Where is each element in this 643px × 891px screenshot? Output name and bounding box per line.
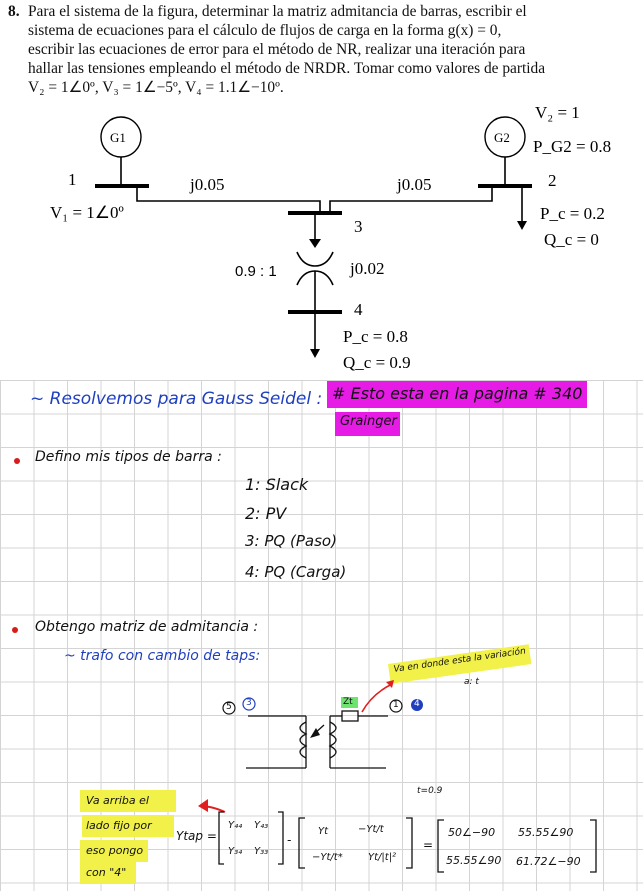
problem-line: escribir las ecuaciones de error para el… xyxy=(28,41,526,58)
problem-line: sistema de ecuaciones para el cálculo de… xyxy=(28,22,502,39)
equals-sign: = xyxy=(423,838,434,852)
yellow-note-line: lado fijo por xyxy=(86,819,152,832)
gauss-seidel-heading: ~ Resolvemos para Gauss Seidel : xyxy=(30,389,323,409)
load-arrow-icon xyxy=(310,349,320,358)
pc2-label: P_c = 0.2 xyxy=(540,204,605,223)
yellow-note-highlight xyxy=(80,790,176,812)
matrix-cell: −Yt/t xyxy=(358,824,384,835)
bus-1-label: 1 xyxy=(68,170,77,189)
bus-3 xyxy=(288,211,342,215)
v1-label: V₁ = 1∠0º xyxy=(50,203,124,222)
bus-1 xyxy=(95,184,149,188)
v2-label: V₂ = 1 xyxy=(535,103,580,122)
problem-line: V₂ = 1∠0º, V₃ = 1∠−5º, V₄ = 1.1∠−10º. xyxy=(28,79,284,96)
matrix-cell: Y₄₄ xyxy=(228,820,243,831)
problem-line: hallar las tensiones empleando el método… xyxy=(28,60,546,77)
bus-2-label: 2 xyxy=(548,171,557,190)
qc4-label: Q_c = 0.9 xyxy=(343,353,411,372)
bus-type-item: 2: PV xyxy=(245,504,287,523)
yellow-note-highlight xyxy=(82,815,174,837)
author-highlight xyxy=(335,412,400,436)
terminal-label: 4 xyxy=(414,699,420,709)
matrix-cell: 50∠−90 xyxy=(448,826,496,839)
trafo-title: ~ trafo con cambio de taps: xyxy=(64,648,261,664)
tap-arrow-icon xyxy=(309,239,321,248)
terminal-label: 1 xyxy=(393,700,399,710)
line-3-2-label: j0.05 xyxy=(396,175,431,194)
yellow-note-highlight xyxy=(80,840,148,862)
bus-type-item: 3: PQ (Paso) xyxy=(245,532,337,550)
bus-types-title: Defino mis tipos de barra : xyxy=(35,449,222,465)
bullet xyxy=(14,458,20,464)
matrix-cell: 55.55∠90 xyxy=(446,854,502,867)
problem-number: 8. xyxy=(8,3,20,20)
xtrafo-label: j0.02 xyxy=(349,259,384,278)
pg2-label: P_G2 = 0.8 xyxy=(533,137,611,156)
ratio-label: 0.9 : 1 xyxy=(235,263,277,280)
g2-label: G2 xyxy=(494,130,510,145)
tap-value: a: t xyxy=(464,677,479,687)
pc4-label: P_c = 0.8 xyxy=(343,327,408,346)
matrix-cell: Yt/|t|² xyxy=(368,852,397,863)
bus-3-label: 3 xyxy=(354,217,363,236)
matrix-cell: Y₄₃ xyxy=(254,820,269,831)
ytap-label: Ytap = xyxy=(176,829,217,843)
yellow-note-line: con "4" xyxy=(86,866,127,879)
problem-line: Para el sistema de la figura, determinar… xyxy=(28,3,527,20)
bus-type-item: 4: PQ (Carga) xyxy=(245,563,347,581)
matrix-cell: −Yt/t* xyxy=(312,852,343,863)
page-ref-highlight xyxy=(327,381,587,408)
zt-label: Zt xyxy=(343,697,353,707)
yellow-note-highlight xyxy=(80,862,136,884)
equals-sign: - xyxy=(287,833,292,847)
yellow-note-line: Va arriba el xyxy=(86,794,149,807)
qc2-label: Q_c = 0 xyxy=(544,230,599,249)
bullet xyxy=(12,627,18,633)
matrix-cell: Y₃₃ xyxy=(254,846,269,857)
matrix-cell: Y₃₄ xyxy=(228,846,243,857)
load-arrow-icon xyxy=(517,221,527,230)
bus-type-item: 1: Slack xyxy=(245,475,309,494)
admittance-title: Obtengo matriz de admitancia : xyxy=(35,619,259,635)
bus-4 xyxy=(288,310,342,314)
terminal-label: 5 xyxy=(226,702,232,712)
t-value: t=0.9 xyxy=(417,786,443,796)
matrix-cell: 61.72∠−90 xyxy=(516,855,581,868)
bus-4-label: 4 xyxy=(354,300,363,319)
matrix-cell: 55.55∠90 xyxy=(518,826,574,839)
page-ref-note: # Esto esta en la pagina # 340 xyxy=(332,384,583,403)
line-3-2 xyxy=(329,186,493,212)
yellow-note-line: eso pongo xyxy=(86,844,144,857)
terminal-label: 3 xyxy=(246,698,252,708)
author-note: Grainger xyxy=(340,414,397,429)
line-1-3 xyxy=(136,186,321,212)
problem-statement: 8. Para el sistema de la figura, determi… xyxy=(8,2,628,97)
printed-problem: 8. Para el sistema de la figura, determi… xyxy=(0,0,643,380)
matrix-cell: Yt xyxy=(318,826,329,837)
one-line-diagram: G1 1 V₁ = 1∠0º j0.05 3 j0.05 2 G2 V₂ = 1… xyxy=(50,103,611,372)
g1-label: G1 xyxy=(110,130,126,145)
line-1-3-label: j0.05 xyxy=(189,175,224,194)
